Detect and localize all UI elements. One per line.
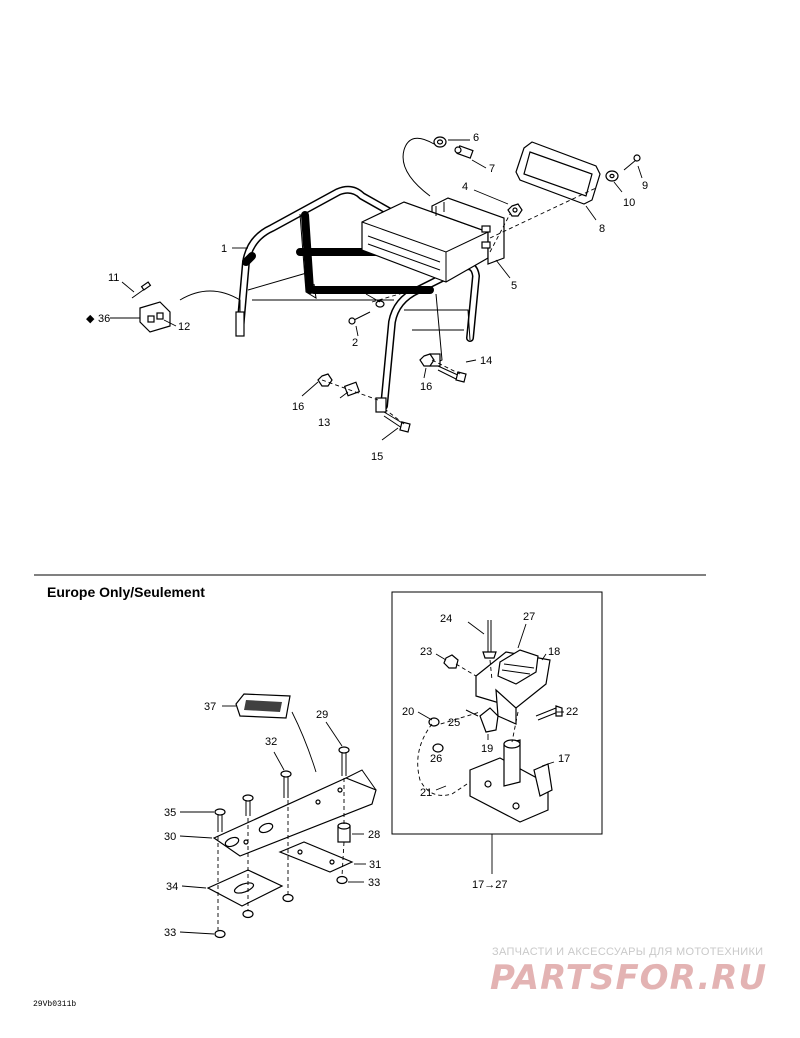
callout-17: 17 — [558, 753, 570, 765]
nut-33-c — [242, 909, 254, 919]
grommet — [433, 136, 447, 148]
callout-37: 37 — [204, 701, 216, 713]
callout-14: 14 — [480, 355, 492, 367]
callout-9: 9 — [642, 180, 648, 192]
callout-1: 1 — [221, 243, 227, 255]
callout-36-symbol: ◆ — [86, 313, 95, 325]
bolt-32 — [280, 770, 292, 798]
socket-19 — [479, 707, 499, 733]
watermark-tagline: ЗАПЧАСТИ И АКСЕССУАРЫ ДЛЯ МОТОТЕХНИКИ — [492, 946, 764, 958]
callout-11: 11 — [108, 272, 119, 284]
bulb — [454, 145, 474, 159]
callout-16-left: 16 — [292, 401, 304, 413]
detail-callouts: 24 27 18 23 20 25 22 19 26 17 21 17→27 — [402, 611, 578, 891]
tail-light-lens — [515, 141, 601, 205]
wiring-harness — [179, 137, 435, 312]
callout-31: 31 — [369, 859, 381, 871]
nut-16-left — [317, 373, 333, 387]
callout-19: 19 — [481, 743, 493, 755]
grommet-26 — [432, 743, 444, 753]
callout-35: 35 — [164, 807, 176, 819]
bolt-24 — [482, 620, 497, 659]
section-title: Europe Only/Seulement — [47, 584, 205, 600]
decal-37 — [235, 693, 291, 719]
washer-3 — [375, 300, 385, 308]
callout-2: 2 — [352, 337, 358, 349]
light-bracket — [361, 197, 505, 283]
screw-2 — [348, 311, 371, 325]
nut-33-d — [282, 893, 294, 903]
nut — [507, 203, 523, 217]
callout-20: 20 — [402, 706, 414, 718]
plate-30 — [212, 769, 377, 857]
callout-33-right: 33 — [368, 877, 380, 889]
callout-6: 6 — [473, 132, 479, 144]
callout-32: 32 — [265, 736, 277, 748]
callout-16-right: 16 — [420, 381, 432, 393]
callout-21: 21 — [420, 787, 432, 799]
nut-16-right — [419, 353, 435, 367]
callout-5: 5 — [511, 280, 517, 292]
bolt-15 — [383, 411, 411, 433]
nut-23 — [443, 654, 459, 669]
callout-7: 7 — [489, 163, 495, 175]
callout-22: 22 — [566, 706, 578, 718]
plate-callouts: 37 29 32 35 30 28 31 33 34 33 — [164, 701, 381, 939]
bulb-25 — [465, 709, 479, 717]
top-callouts: 1 2 3 4 5 6 7 8 9 10 11 12 13 14 15 16 1 — [86, 132, 648, 463]
watermark-logo: PARTSFOR.RU — [490, 958, 768, 998]
assembly-line-detail — [433, 659, 519, 743]
connector — [139, 301, 171, 333]
callout-8: 8 — [599, 223, 605, 235]
callout-4: 4 — [462, 181, 468, 193]
rear-rack-assembly — [131, 136, 641, 433]
screw-22 — [535, 705, 563, 721]
detail-box — [391, 591, 603, 835]
spacer-28 — [337, 822, 351, 843]
assembly-line-plate — [217, 778, 345, 930]
callout-15: 15 — [371, 451, 383, 463]
callout-25: 25 — [448, 717, 460, 729]
nut-33-a — [336, 875, 348, 885]
light-housing — [475, 649, 551, 725]
wire-21 — [417, 723, 471, 796]
bracket-17 — [469, 739, 553, 823]
callout-24: 24 — [440, 613, 452, 625]
figure-code: 29Vb0311b — [33, 1000, 77, 1009]
washer — [605, 170, 619, 182]
callout-12: 12 — [178, 321, 190, 333]
callout-28: 28 — [368, 829, 380, 841]
plate-bracket-assembly — [206, 693, 377, 939]
callout-26: 26 — [430, 753, 442, 765]
callout-27: 27 — [523, 611, 535, 623]
callout-13: 13 — [318, 417, 330, 429]
license-light-assembly — [417, 620, 563, 823]
screw — [623, 154, 641, 171]
nut-33-b — [214, 929, 226, 939]
callout-33-left: 33 — [164, 927, 176, 939]
callout-18: 18 — [548, 646, 560, 658]
callout-23: 23 — [420, 646, 432, 658]
bracket-31 — [278, 841, 354, 873]
callout-29: 29 — [316, 709, 328, 721]
decal-leader — [291, 711, 317, 773]
terminal — [131, 281, 152, 299]
callout-range: 17→27 — [472, 879, 507, 891]
callout-30: 30 — [164, 831, 176, 843]
spacer — [343, 381, 361, 397]
bolt-35b — [242, 794, 254, 816]
callout-10: 10 — [623, 197, 635, 209]
callout-3: 3 — [356, 285, 362, 297]
callout-34: 34 — [166, 881, 178, 893]
bolt-35a — [214, 808, 226, 832]
bolt-14 — [437, 365, 467, 383]
callout-36: 36 — [98, 313, 110, 325]
bolt-29 — [338, 746, 350, 776]
plate-34 — [206, 869, 284, 907]
assembly-line — [321, 187, 597, 425]
